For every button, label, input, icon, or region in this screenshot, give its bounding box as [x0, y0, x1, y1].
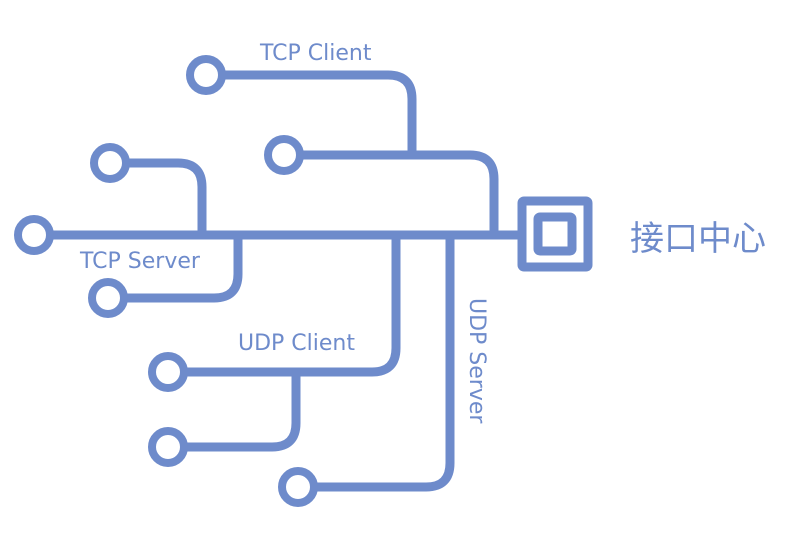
udp-client-wire-2: [184, 372, 301, 452]
udp-client-node-2: [148, 427, 188, 467]
tcp-server-label: TCP Server: [79, 249, 201, 274]
tcp-server-node-3: [88, 278, 128, 318]
tcp-server-wire-2: [124, 235, 243, 303]
tcp-server-node-2: [14, 215, 54, 255]
tcp-client-wire-1: [222, 70, 417, 155]
udp-server-label: UDP Server: [464, 298, 489, 424]
udp-client-label: UDP Client: [238, 331, 355, 356]
tcp-server-wire-1: [126, 158, 207, 235]
tcp-client-label: TCP Client: [259, 41, 372, 66]
tcp-server-node-1: [90, 143, 130, 183]
tcp-client-node-1: [186, 55, 226, 95]
tcp-client-wire-2: [300, 150, 499, 235]
udp-server-wire: [314, 235, 455, 492]
tcp-client-node-2: [264, 135, 304, 175]
udp-client-wire-1: [184, 235, 401, 377]
square-hub-icon: [517, 196, 593, 272]
udp-client-node-1: [148, 352, 188, 392]
udp-server-node: [278, 467, 318, 507]
hub-title: 接口中心: [630, 219, 766, 259]
